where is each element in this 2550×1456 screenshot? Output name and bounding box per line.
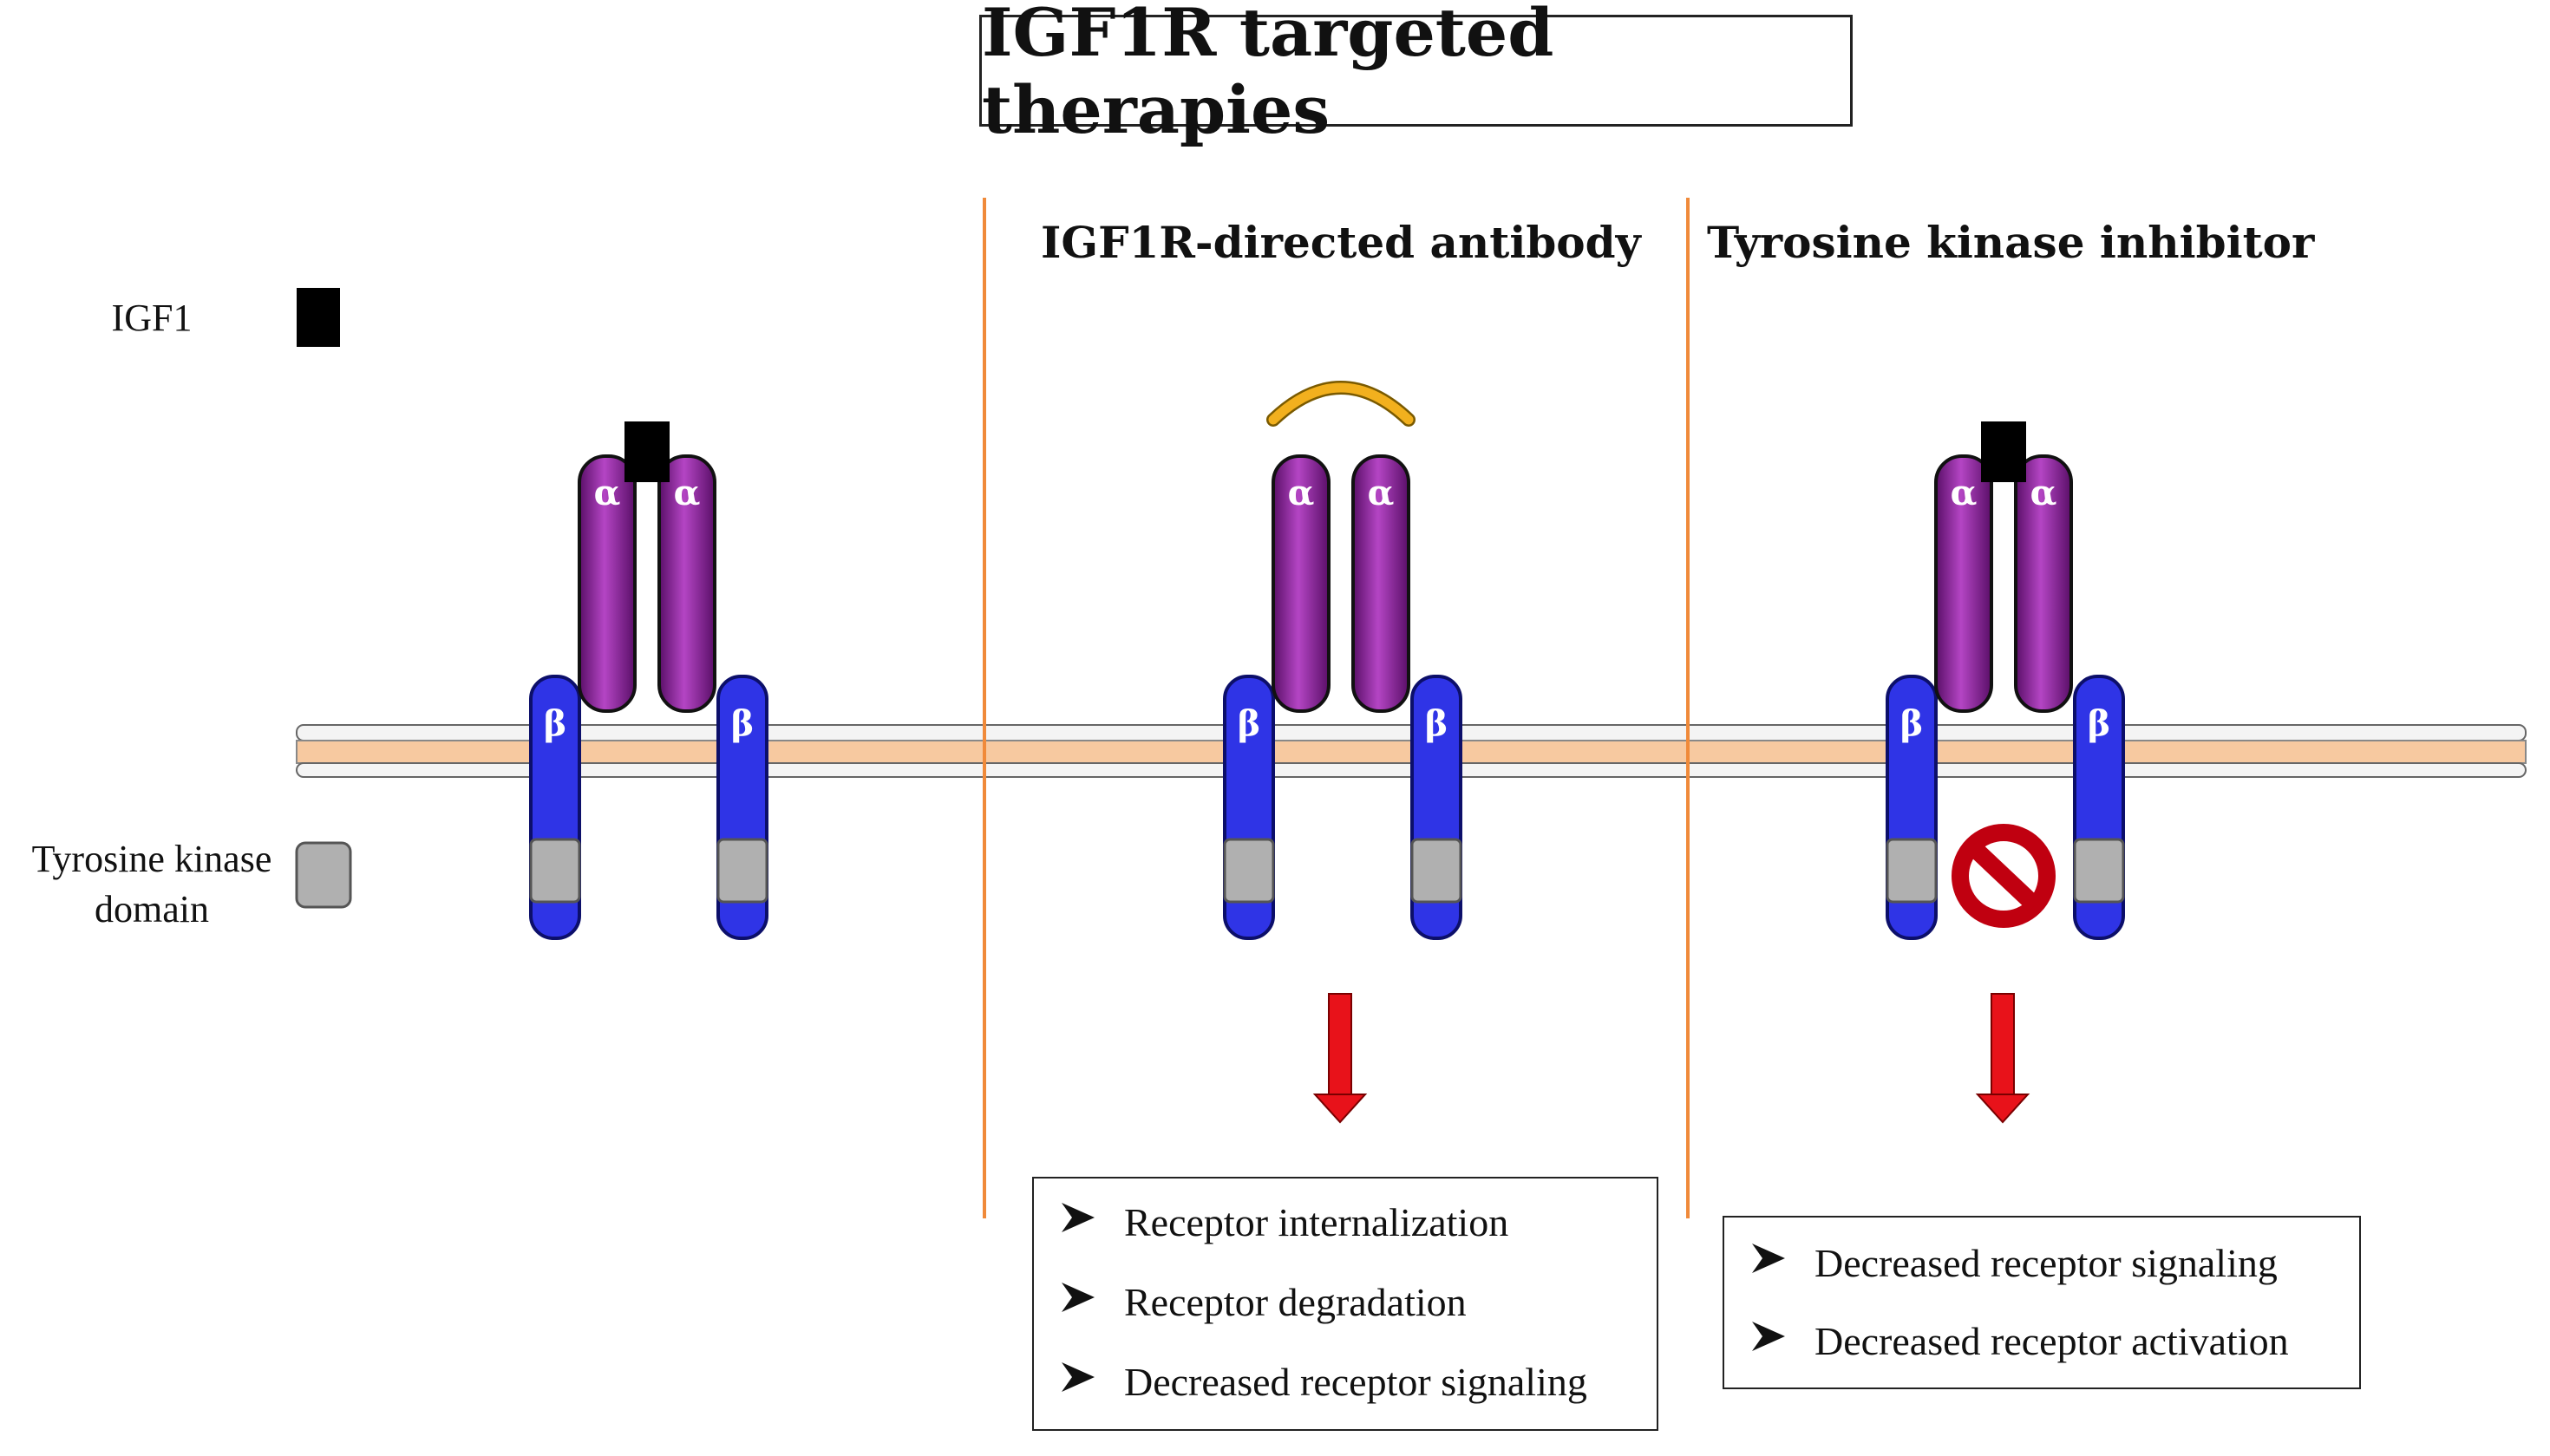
kinase-legend-label-line1: Tyrosine kinase bbox=[31, 838, 272, 880]
igf1-legend-label: IGF1 bbox=[111, 297, 193, 339]
igf1-legend-swatch bbox=[297, 288, 340, 347]
alpha-label: α bbox=[1288, 473, 1315, 513]
antibody-effect-label: Receptor degradation bbox=[1124, 1279, 1467, 1324]
tki-section-title: Tyrosine kinase inhibitor bbox=[1707, 217, 2315, 268]
alpha-subunit bbox=[578, 454, 637, 713]
tki-effect-item: Decreased receptor signaling bbox=[1724, 1237, 2359, 1289]
antibody-effects-box: Receptor internalization Receptor degrad… bbox=[1032, 1177, 1658, 1431]
alpha-label: α bbox=[594, 473, 621, 513]
alpha-subunit bbox=[2014, 454, 2073, 713]
tyrosine-kinase-domain bbox=[1886, 838, 1938, 904]
beta-label: β bbox=[1425, 703, 1448, 744]
alpha-subunit bbox=[1351, 454, 1410, 713]
kinase-legend-swatch bbox=[295, 841, 352, 909]
arrowhead-bullet-icon bbox=[1062, 1362, 1095, 1392]
antibody-effect-label: Decreased receptor signaling bbox=[1124, 1359, 1587, 1404]
antibody-effect-label: Receptor internalization bbox=[1124, 1199, 1509, 1244]
alpha-label: α bbox=[2030, 473, 2057, 513]
beta-label: β bbox=[1238, 703, 1261, 744]
igf1r-receptor-unbound: β β α α bbox=[529, 421, 768, 940]
tki-effect-arrow bbox=[1975, 993, 2030, 1124]
tyrosine-kinase-domain bbox=[529, 838, 581, 904]
tki-effect-item: Decreased receptor activation bbox=[1724, 1315, 2359, 1367]
antibody-effect-item: Receptor internalization bbox=[1034, 1196, 1657, 1248]
igf1r-receptor-antibody: β β α α bbox=[1223, 454, 1462, 940]
beta-label: β bbox=[2088, 703, 2111, 744]
antibody-effect-item: Decreased receptor signaling bbox=[1034, 1355, 1657, 1407]
inhibition-icon bbox=[1952, 824, 2056, 928]
tyrosine-kinase-domain bbox=[1410, 838, 1462, 904]
tki-effect-label: Decreased receptor activation bbox=[1814, 1318, 2289, 1363]
arrowhead-bullet-icon bbox=[1752, 1322, 1785, 1351]
arrowhead-bullet-icon bbox=[1752, 1244, 1785, 1273]
beta-label: β bbox=[1900, 703, 1924, 744]
alpha-label: α bbox=[1951, 473, 1978, 513]
alpha-subunit bbox=[657, 454, 716, 713]
antibody-effect-arrow bbox=[1312, 993, 1368, 1124]
antibody-effect-item: Receptor degradation bbox=[1034, 1276, 1657, 1328]
antibody-section-title: IGF1R-directed antibody bbox=[1041, 217, 1641, 268]
tyrosine-kinase-domain bbox=[1223, 838, 1275, 904]
alpha-subunit bbox=[1272, 454, 1331, 713]
igf1-ligand bbox=[624, 421, 670, 482]
tyrosine-kinase-domain bbox=[2073, 838, 2125, 904]
arrowhead-bullet-icon bbox=[1062, 1283, 1095, 1312]
antibody-icon-fill bbox=[1268, 382, 1414, 425]
tyrosine-kinase-domain bbox=[716, 838, 768, 904]
igf1-ligand bbox=[1981, 421, 2026, 482]
beta-label: β bbox=[544, 703, 567, 744]
alpha-subunit bbox=[1934, 454, 1993, 713]
alpha-label: α bbox=[674, 473, 701, 513]
beta-label: β bbox=[731, 703, 755, 744]
kinase-legend-label: Tyrosine kinase domain bbox=[9, 834, 295, 935]
kinase-legend-label-line2: domain bbox=[95, 888, 209, 930]
tki-effect-label: Decreased receptor signaling bbox=[1814, 1240, 2278, 1285]
arrowhead-bullet-icon bbox=[1062, 1203, 1095, 1232]
igf1r-receptor-tki: β β α α bbox=[1886, 421, 2125, 940]
page-title: IGF1R targeted therapies bbox=[979, 0, 1853, 148]
tki-effects-box: Decreased receptor signaling Decreased r… bbox=[1723, 1216, 2361, 1389]
alpha-label: α bbox=[1368, 473, 1395, 513]
